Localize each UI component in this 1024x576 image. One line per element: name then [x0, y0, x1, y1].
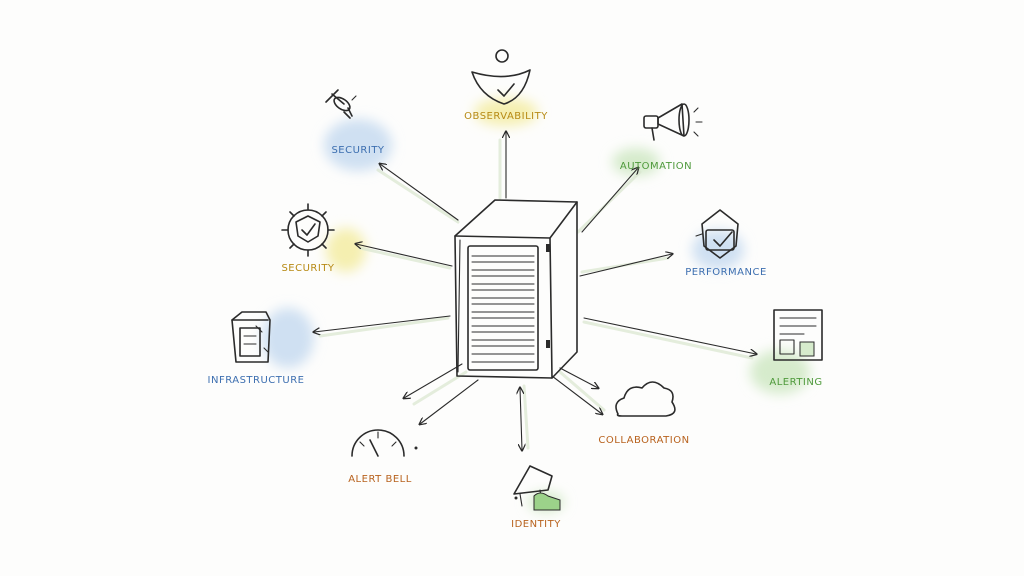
arrow-upper-right [581, 168, 638, 233]
wash-mid-left [326, 228, 366, 272]
arrow-bottom [520, 388, 522, 450]
arrow-bottom-right-b [551, 375, 602, 414]
arrow-mid-left [356, 244, 453, 267]
node-label-mid-left: SECURITY [281, 263, 334, 274]
wash-right [750, 350, 810, 394]
arrow-bottom-left-b [420, 379, 479, 424]
node-label-bottom-left: ALERT BELL [348, 474, 412, 485]
shield-badge-icon [695, 209, 739, 259]
node-label-mid-right: PERFORMANCE [685, 267, 767, 278]
arrow-mid-right [579, 254, 672, 277]
wash-left [262, 308, 314, 368]
node-label-bottom-right: COLLABORATION [598, 435, 689, 446]
node-label-top: OBSERVABILITY [464, 111, 548, 122]
node-labels: OBSERVABILITY SECURITY AUTOMATION SECURITY P… [208, 111, 823, 530]
node-label-left: INFRASTRUCTURE [208, 375, 305, 386]
arrow-upper-left [380, 164, 459, 221]
server-rack-icon [454, 199, 578, 379]
arrow-right [583, 317, 756, 354]
node-label-right: ALERTING [769, 377, 822, 388]
satellite-icon [325, 89, 357, 119]
node-label-upper-right: AUTOMATION [620, 161, 692, 172]
node-label-upper-left: SECURITY [331, 145, 384, 156]
gauge-icon [351, 429, 418, 457]
wash-top [474, 98, 538, 126]
sketch-echoes [318, 138, 754, 450]
arrow-bottom-right-a [559, 367, 598, 388]
wash-upper-left [324, 119, 392, 171]
megaphone-icon [643, 103, 703, 141]
gear-shield-icon [281, 203, 335, 257]
cloud-icon [615, 381, 676, 417]
shield-check-icon [471, 49, 531, 105]
wash-upper-right [612, 148, 660, 176]
arrow-left [314, 315, 451, 332]
person-tent-icon [513, 465, 561, 511]
dashboard-icon [773, 309, 823, 361]
server-cabinet-icon [231, 311, 271, 363]
arrow-bottom-left-a [404, 363, 463, 398]
connector-arrows [314, 132, 756, 450]
color-washes [262, 98, 810, 512]
node-label-bottom: IDENTITY [511, 519, 561, 530]
